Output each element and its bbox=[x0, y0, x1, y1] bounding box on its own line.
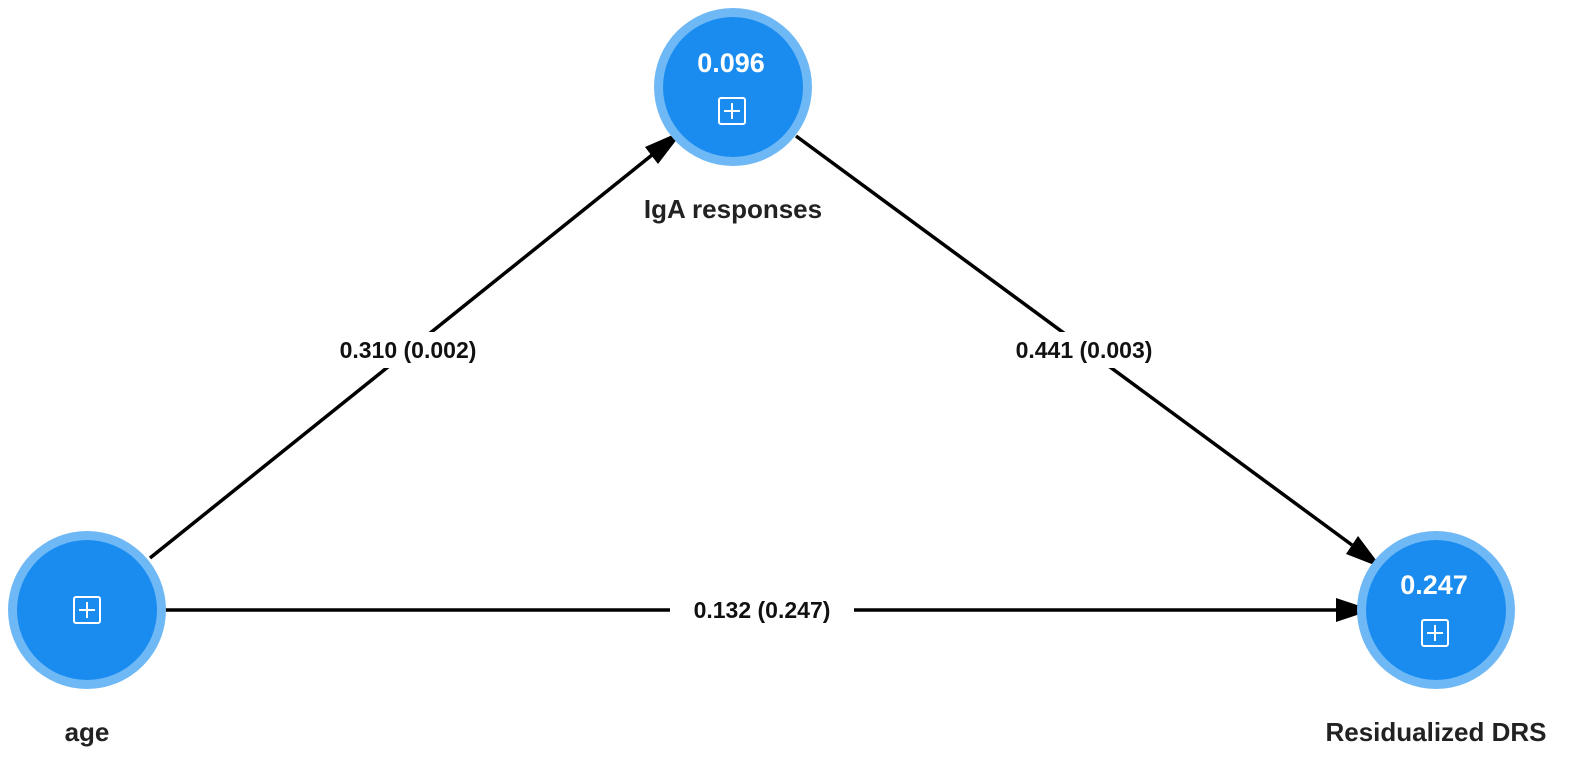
edge-iga-to-drs[interactable]: 0.441 (0.003) bbox=[794, 134, 1382, 568]
plus-square-icon[interactable] bbox=[718, 97, 746, 125]
node-circle bbox=[663, 17, 803, 157]
node-age[interactable]: age bbox=[8, 531, 166, 747]
node-label-drs: Residualized DRS bbox=[1325, 717, 1546, 747]
edge-label-iga-to-drs: 0.441 (0.003) bbox=[1016, 337, 1153, 363]
node-iga-responses[interactable]: 0.096 IgA responses bbox=[644, 8, 822, 224]
node-value-drs: 0.247 bbox=[1400, 570, 1468, 600]
edge-label-age-to-drs: 0.132 (0.247) bbox=[694, 597, 831, 623]
arrowhead bbox=[1336, 598, 1372, 622]
edge-age-to-iga[interactable]: 0.310 (0.002) bbox=[148, 130, 684, 560]
plus-square-icon[interactable] bbox=[73, 596, 101, 624]
edge-label-background bbox=[994, 332, 1174, 368]
node-circle bbox=[1366, 540, 1506, 680]
edge-age-to-drs[interactable]: 0.132 (0.247) bbox=[165, 592, 1372, 628]
node-residualized-drs[interactable]: 0.247 Residualized DRS bbox=[1325, 531, 1547, 747]
node-label-age: age bbox=[65, 717, 110, 747]
edge-label-background bbox=[670, 592, 854, 628]
node-label-iga: IgA responses bbox=[644, 194, 822, 224]
arrowhead bbox=[1346, 536, 1382, 568]
node-value-iga: 0.096 bbox=[697, 48, 765, 78]
edge-label-background bbox=[318, 332, 498, 368]
plus-square-icon[interactable] bbox=[1421, 619, 1449, 647]
edge-label-age-to-iga: 0.310 (0.002) bbox=[340, 337, 477, 363]
